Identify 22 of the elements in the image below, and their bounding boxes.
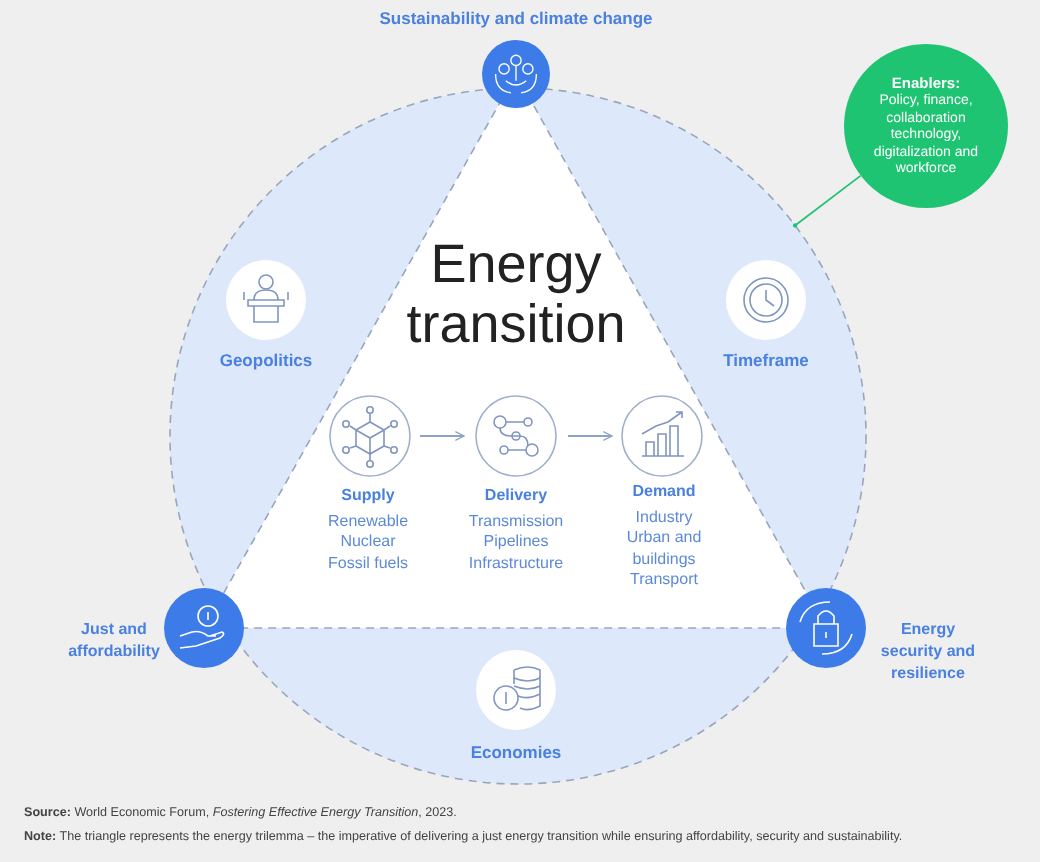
- category-label: Just and affordability: [66, 618, 162, 662]
- arrow: [567, 431, 613, 441]
- stage-item: Urban and buildings: [624, 528, 704, 570]
- stage-item: Infrastructure: [466, 553, 566, 574]
- category-label: Geopolitics: [217, 350, 315, 372]
- category-label: Timeframe: [721, 350, 811, 372]
- stage-item: Transport: [628, 570, 700, 591]
- diagram-heading: Energy transition: [404, 234, 628, 354]
- category-label: Economies: [468, 742, 564, 764]
- stage-heading: Demand: [630, 482, 698, 503]
- stage-item: Industry: [633, 507, 695, 528]
- stage-heading: Delivery: [482, 486, 550, 507]
- category-label: Energy security and resilience: [878, 618, 978, 684]
- stage-item: Fossil fuels: [325, 553, 410, 574]
- stage-item: Nuclear: [338, 532, 398, 553]
- arrow: [419, 431, 465, 441]
- leader-line: [792, 174, 862, 228]
- category-label: Sustainability and climate change: [377, 8, 655, 30]
- stage-item: Renewable: [325, 511, 411, 532]
- stage-heading: Supply: [339, 486, 397, 507]
- stage-item: Pipelines: [481, 532, 551, 553]
- stage-item: Transmission: [466, 511, 566, 532]
